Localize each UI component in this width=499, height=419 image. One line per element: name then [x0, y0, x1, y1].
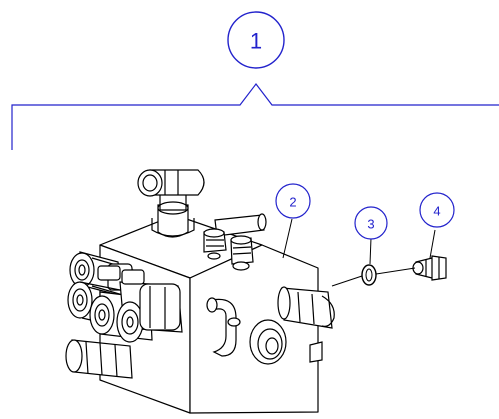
- callout-2-balloon[interactable]: 2: [275, 183, 311, 219]
- assembly-bracket: [11, 83, 499, 150]
- callout-1-label: 1: [250, 29, 262, 54]
- elbow-fitting-top: [137, 169, 205, 238]
- solenoid-coils-left: [65, 251, 183, 379]
- callout-1-balloon[interactable]: 1: [227, 11, 285, 69]
- block-fittings-right: [206, 286, 335, 365]
- small-fittings-top: [203, 213, 267, 271]
- callout-2-label: 2: [289, 195, 296, 210]
- callout-4-balloon[interactable]: 4: [419, 192, 455, 228]
- callout-3-balloon[interactable]: 3: [354, 206, 388, 240]
- plug-part: [412, 255, 447, 281]
- callout-3-label: 3: [367, 217, 374, 232]
- o-ring-part: [361, 264, 377, 286]
- callout-4-label: 4: [433, 204, 440, 219]
- leader-lines: [282, 218, 436, 287]
